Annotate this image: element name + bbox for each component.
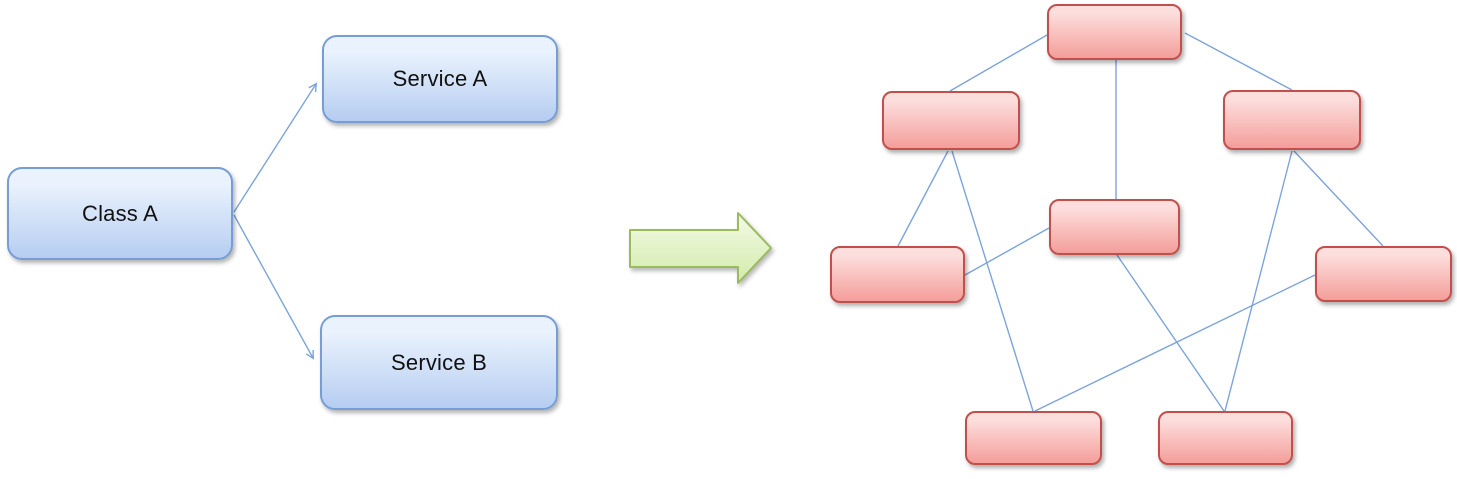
network-node-top	[1047, 4, 1182, 60]
left-node-class-a-label: Class A	[82, 200, 158, 226]
network-edge-mid-left-center	[964, 227, 1050, 276]
network-node-center	[1049, 199, 1180, 255]
network-node-bottom-left	[965, 411, 1102, 465]
network-node-upper-right	[1223, 90, 1361, 150]
network-node-bottom-right	[1158, 411, 1293, 465]
left-node-service-a: Service A	[322, 35, 558, 123]
network-node-far-right	[1315, 246, 1452, 302]
network-edge-upper-left-mid-left	[897, 150, 949, 247]
network-edge-top-upper-left	[949, 34, 1048, 92]
network-edge-upper-right-bottom-right	[1224, 150, 1293, 412]
network-edge-upper-right-far-right	[1293, 150, 1384, 247]
left-node-service-b: Service B	[320, 315, 558, 410]
network-edge-center-bottom-right	[1116, 254, 1225, 412]
network-edge-bottom-left-far-right	[1034, 274, 1316, 412]
dependency-arrow-class-a-to-service-a	[233, 84, 316, 213]
network-edge-top-upper-right	[1184, 32, 1293, 91]
left-node-class-a: Class A	[7, 167, 233, 260]
right-arrow-icon	[629, 212, 772, 284]
left-node-service-a-label: Service A	[392, 66, 488, 91]
network-node-upper-left	[882, 91, 1020, 150]
left-node-service-b-label: Service B	[391, 349, 487, 375]
network-edge-upper-left-bottom-left	[951, 150, 1034, 412]
dependency-arrow-class-a-to-service-b	[233, 214, 313, 358]
network-node-mid-left	[830, 246, 965, 303]
